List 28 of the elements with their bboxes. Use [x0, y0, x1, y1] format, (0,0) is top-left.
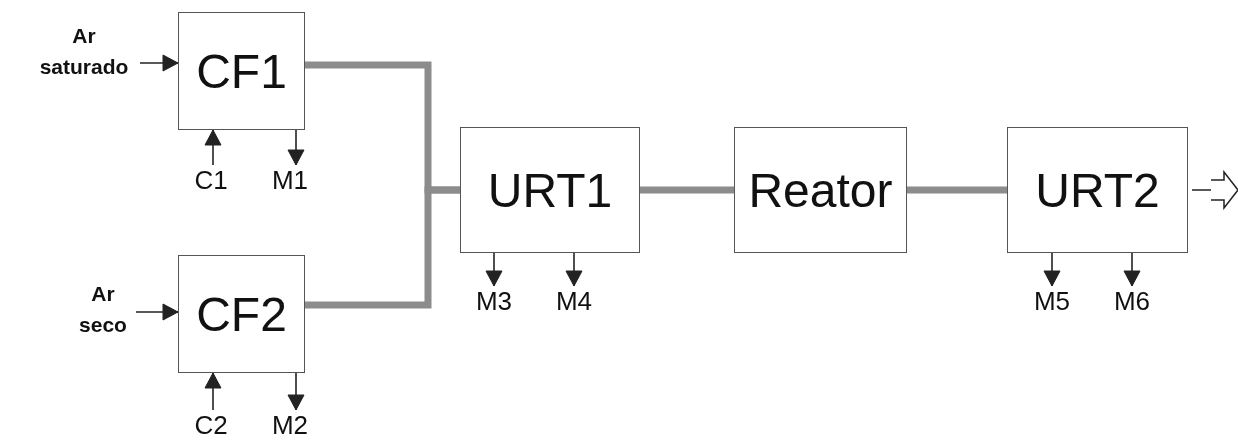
- sample-point-label: M4: [548, 286, 600, 316]
- flow-arrow: [204, 372, 222, 411]
- pipe-line: [305, 186, 460, 309]
- inlet-label: Ar saturado: [28, 18, 140, 84]
- process-box: Reator: [734, 127, 907, 253]
- sample-point-label: M5: [1026, 286, 1078, 316]
- flow-arrow: [139, 54, 179, 72]
- flow-arrow: [287, 372, 305, 411]
- flow-arrow: [565, 252, 583, 287]
- sample-point-label: M1: [266, 165, 314, 195]
- flow-arrow: [287, 129, 305, 166]
- sample-point-label: M2: [266, 410, 314, 440]
- sample-point-label: M3: [468, 286, 520, 316]
- flow-arrow: [204, 129, 222, 166]
- process-box: CF2: [178, 255, 305, 373]
- flow-arrow: [485, 252, 503, 287]
- process-box: CF1: [178, 12, 305, 130]
- inlet-label: Ar seco: [70, 276, 136, 342]
- flow-arrow: [1123, 252, 1141, 287]
- sample-point-label: C1: [190, 165, 232, 195]
- process-box: URT2: [1007, 127, 1188, 253]
- pipe-line: [907, 186, 1007, 194]
- flow-arrow: [135, 303, 179, 321]
- process-box: URT1: [460, 127, 640, 253]
- flow-arrow: [1043, 252, 1061, 287]
- sample-point-label: M6: [1106, 286, 1158, 316]
- sample-point-label: C2: [190, 410, 232, 440]
- pipe-line: [640, 186, 734, 194]
